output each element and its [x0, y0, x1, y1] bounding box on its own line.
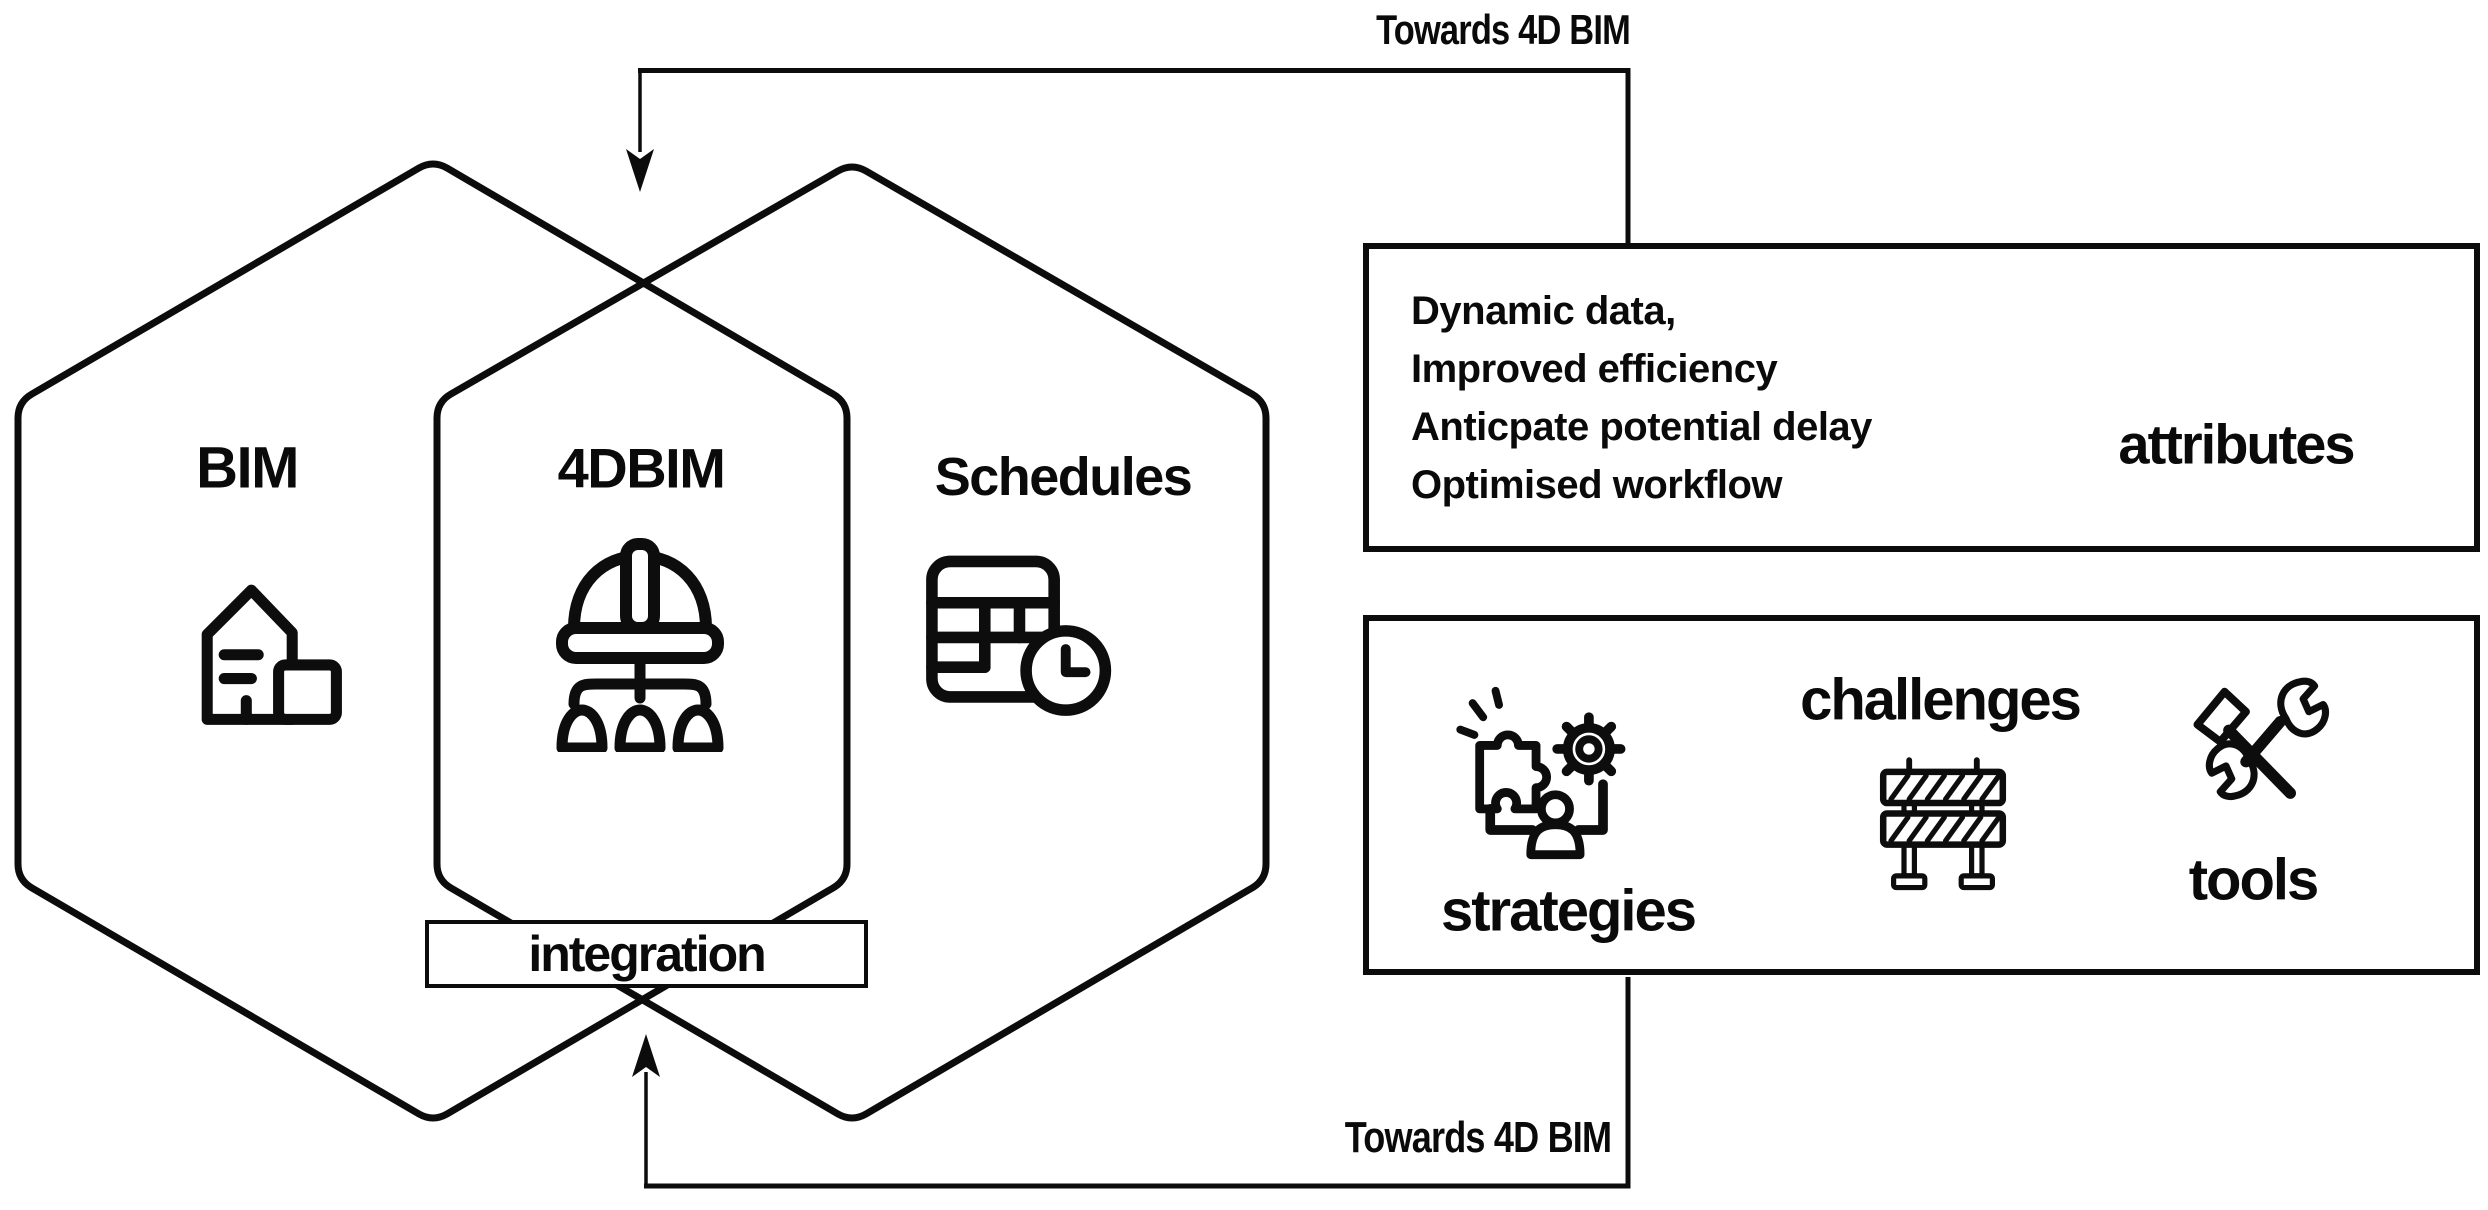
attribute-item: Dynamic data, [1411, 289, 1676, 333]
4dbim-label: 4DBIM [557, 436, 726, 500]
top-flow-label: Towards 4D BIM [1376, 6, 1631, 53]
arrowhead-up-icon [632, 1034, 660, 1077]
tools-icon [2193, 677, 2330, 801]
bim-label: BIM [196, 435, 299, 501]
attribute-item: Anticpate potential delay [1411, 405, 1872, 449]
hexagon-schedules [433, 163, 1270, 1122]
strategies-label: strategies [1440, 878, 1697, 944]
challenges-label: challenges [1800, 667, 2082, 733]
tools-label: tools [2188, 847, 2320, 913]
attribute-item: Improved efficiency [1411, 347, 1778, 391]
schedules-label: Schedules [934, 447, 1193, 507]
bottom-flow-connector [644, 977, 1631, 1189]
integration-label: integration [528, 926, 766, 982]
hardhat-team-icon [556, 538, 724, 752]
attributes-title: attributes [2118, 412, 2355, 476]
top-flow-connector [638, 68, 1631, 246]
building-icon [201, 584, 342, 725]
arrowhead-down-icon [626, 149, 654, 192]
barrier-icon [1879, 757, 2007, 891]
attributes-box: attributes [1363, 243, 2480, 552]
hexagon-bim [14, 160, 851, 1122]
schedule-clock-icon [926, 555, 1112, 716]
integration-box: integration [425, 920, 868, 988]
strategy-icon [1456, 686, 1626, 860]
attributes-list: Dynamic data, Improved efficiency Anticp… [1411, 282, 1872, 514]
bottom-flow-label: Towards 4D BIM [1344, 1113, 1612, 1162]
attribute-item: Optimised workflow [1411, 463, 1783, 507]
